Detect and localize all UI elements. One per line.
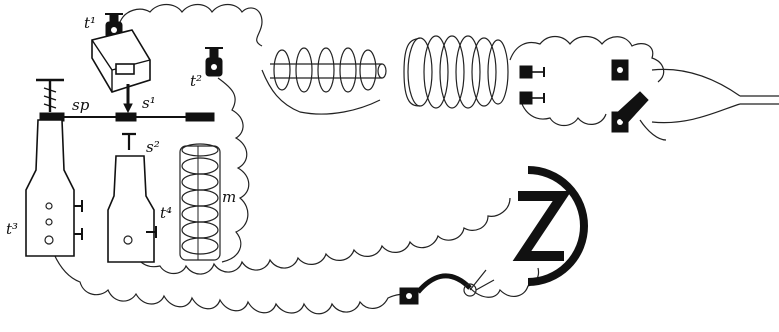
wire-t1-top <box>119 3 263 47</box>
t3-terminal-column <box>25 78 83 257</box>
wire-coil-return <box>261 69 381 115</box>
wire-secondary-top <box>509 35 665 83</box>
coil-m <box>179 143 221 261</box>
z-ring <box>512 166 588 286</box>
label-sp: sp <box>72 96 90 114</box>
key <box>399 269 495 305</box>
wire-right-leads <box>651 68 779 124</box>
wire-t4-to-z <box>129 197 511 275</box>
label-t3: t³ <box>6 220 18 238</box>
secondary-coil <box>403 35 509 109</box>
t2-binding-post <box>205 47 223 77</box>
label-t4: t⁴ <box>160 204 172 222</box>
wire-t2-side <box>217 77 250 263</box>
coil-clamp-upper <box>519 65 545 79</box>
t4-terminal-column <box>107 132 157 263</box>
wire-bottom-long <box>47 237 411 315</box>
coil-clamp-lower <box>519 91 545 105</box>
switch-terminal-lower <box>611 91 667 141</box>
wire-secondary-bottom <box>519 97 607 127</box>
label-m: m <box>222 188 236 206</box>
label-s2: s² <box>146 138 160 156</box>
label-t1: t¹ <box>84 14 96 32</box>
spark-bar <box>39 112 215 122</box>
contact-block <box>91 29 151 114</box>
label-s1: s¹ <box>142 94 156 112</box>
primary-coil <box>270 47 387 93</box>
label-t2: t² <box>190 72 202 90</box>
switch-terminal-upper <box>611 59 629 81</box>
